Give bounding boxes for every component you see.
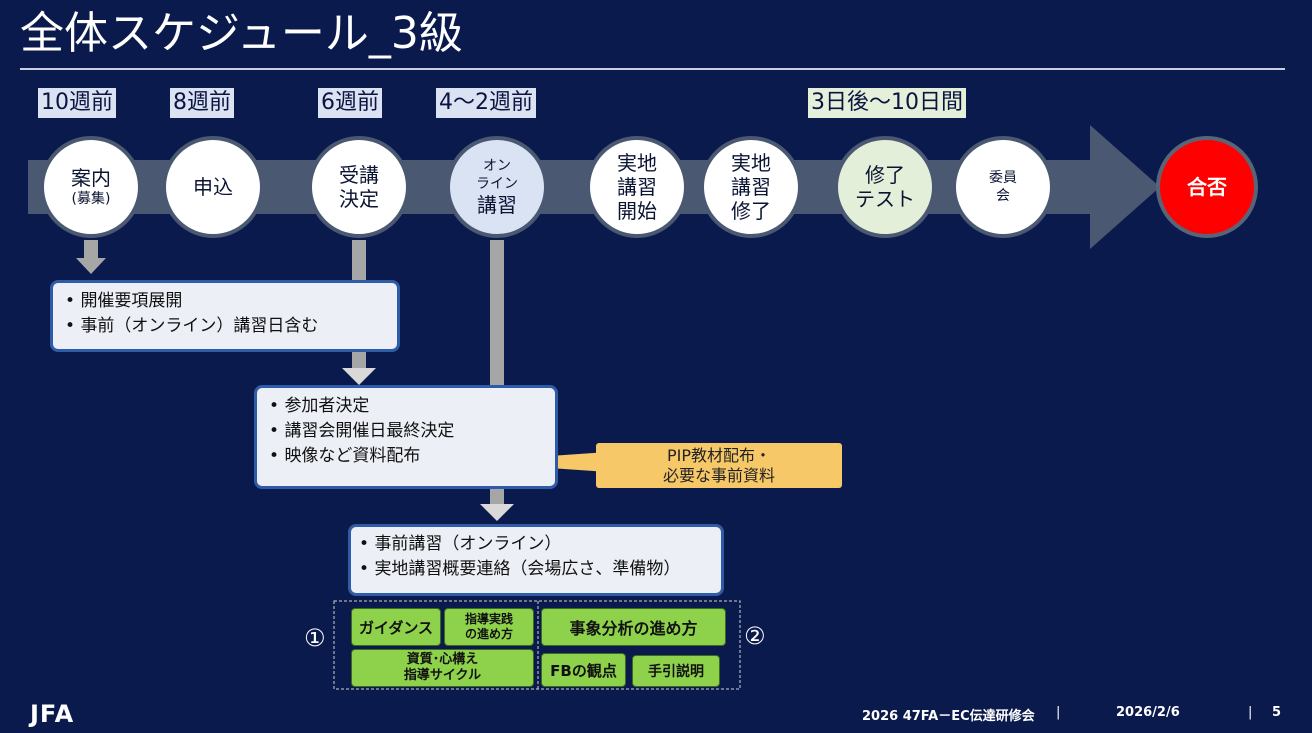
- info-box-announcement: 開催要項展開 事前（オンライン）講習日含む: [50, 280, 400, 352]
- step-application: 申込: [162, 136, 264, 238]
- step-online-course-line3: 講習: [477, 193, 517, 217]
- step-practical-end: 実地 講習 修了: [700, 136, 802, 238]
- info-box-online-item: 実地講習概要連絡（会場広さ、準備物）: [359, 557, 713, 582]
- timeline-label-3d-10d: 3日後～10日間: [808, 88, 966, 118]
- step-online-course-line2: ライン: [476, 176, 518, 192]
- step-completion-test: 修了 テスト: [834, 136, 936, 238]
- module-event-analysis: 事象分析の進め方: [541, 608, 726, 646]
- callout-line1: PIP教材配布・: [666, 446, 772, 465]
- group-number-1: ①: [304, 624, 326, 652]
- step-committee-line1: 委員: [989, 170, 1017, 186]
- footer-separator-2: |: [1248, 705, 1253, 720]
- jfa-logo: JFA: [30, 700, 75, 728]
- module-practice-line2: の進め方: [464, 627, 513, 641]
- step-announcement-line2: (募集): [71, 191, 111, 207]
- down-arrow-3-head: [480, 504, 514, 521]
- info-box-decision-item: 映像など資料配布: [269, 444, 543, 469]
- timeline-label-10w: 10週前: [38, 88, 116, 118]
- down-arrow-2-head: [342, 368, 376, 385]
- info-box-decision: 参加者決定 講習会開催日最終決定 映像など資料配布: [254, 385, 558, 489]
- step-enrollment-decision: 受講 決定: [308, 136, 410, 238]
- step-completion-test-line1: 修了: [865, 163, 905, 187]
- timeline-label-4-2w: 4～2週前: [436, 88, 536, 118]
- step-completion-test-line2: テスト: [855, 187, 915, 211]
- callout-materials: PIP教材配布・ 必要な事前資料: [596, 443, 842, 488]
- footer-separator-1: |: [1056, 705, 1061, 720]
- callout-line2: 必要な事前資料: [662, 466, 775, 485]
- step-practical-end-line1: 実地: [731, 151, 771, 175]
- timeline-label-6w: 6週前: [318, 88, 382, 118]
- module-group-frame: [333, 600, 741, 690]
- info-box-announcement-item: 事前（オンライン）講習日含む: [65, 314, 385, 339]
- module-qualities-line1: 資質･心構え: [406, 652, 479, 667]
- page-title: 全体スケジュール_3級: [20, 8, 463, 59]
- footer-event: 2026 47FA－EC伝達研修会: [862, 709, 1035, 724]
- module-practice-line1: 指導実践: [464, 612, 513, 626]
- module-manual-explanation: 手引説明: [632, 655, 720, 687]
- module-practice-method: 指導実践 の進め方: [444, 608, 534, 646]
- step-online-course: オン ライン 講習: [446, 136, 548, 238]
- step-practical-start-line3: 開始: [617, 199, 657, 223]
- step-online-course-line1: オン: [483, 158, 511, 174]
- step-announcement: 案内 (募集): [40, 136, 142, 238]
- step-enrollment-decision-line2: 決定: [339, 187, 379, 211]
- step-pass-fail: 合否: [1156, 136, 1258, 238]
- down-arrow-1-head: [76, 258, 106, 274]
- module-guidance: ガイダンス: [351, 608, 441, 646]
- page-number: 5: [1272, 705, 1282, 720]
- step-enrollment-decision-line1: 受講: [339, 163, 379, 187]
- info-box-decision-item: 講習会開催日最終決定: [269, 419, 543, 444]
- step-practical-start: 実地 講習 開始: [586, 136, 688, 238]
- group-number-2: ②: [744, 622, 766, 650]
- step-practical-end-line2: 講習: [731, 175, 771, 199]
- info-box-decision-item: 参加者決定: [269, 394, 543, 419]
- step-announcement-line1: 案内: [71, 166, 111, 190]
- step-application-line1: 申込: [193, 175, 233, 199]
- step-pass-fail-line1: 合否: [1187, 175, 1227, 199]
- info-box-online-item: 事前講習（オンライン）: [359, 532, 713, 557]
- down-arrow-1: [84, 240, 98, 258]
- step-committee-line2: 会: [996, 188, 1010, 204]
- info-box-announcement-item: 開催要項展開: [65, 289, 385, 314]
- step-practical-end-line3: 修了: [731, 199, 771, 223]
- module-qualities-line2: 指導サイクル: [403, 668, 482, 683]
- module-fb-perspective: FBの観点: [541, 653, 626, 687]
- step-committee: 委員 会: [952, 136, 1054, 238]
- footer-date: 2026/2/6: [1116, 705, 1180, 720]
- module-qualities-cycle: 資質･心構え 指導サイクル: [351, 649, 534, 687]
- info-box-online: 事前講習（オンライン） 実地講習概要連絡（会場広さ、準備物）: [348, 524, 724, 596]
- step-practical-start-line2: 講習: [617, 175, 657, 199]
- title-divider: [20, 68, 1285, 70]
- step-practical-start-line1: 実地: [617, 151, 657, 175]
- timeline-label-8w: 8週前: [170, 88, 234, 118]
